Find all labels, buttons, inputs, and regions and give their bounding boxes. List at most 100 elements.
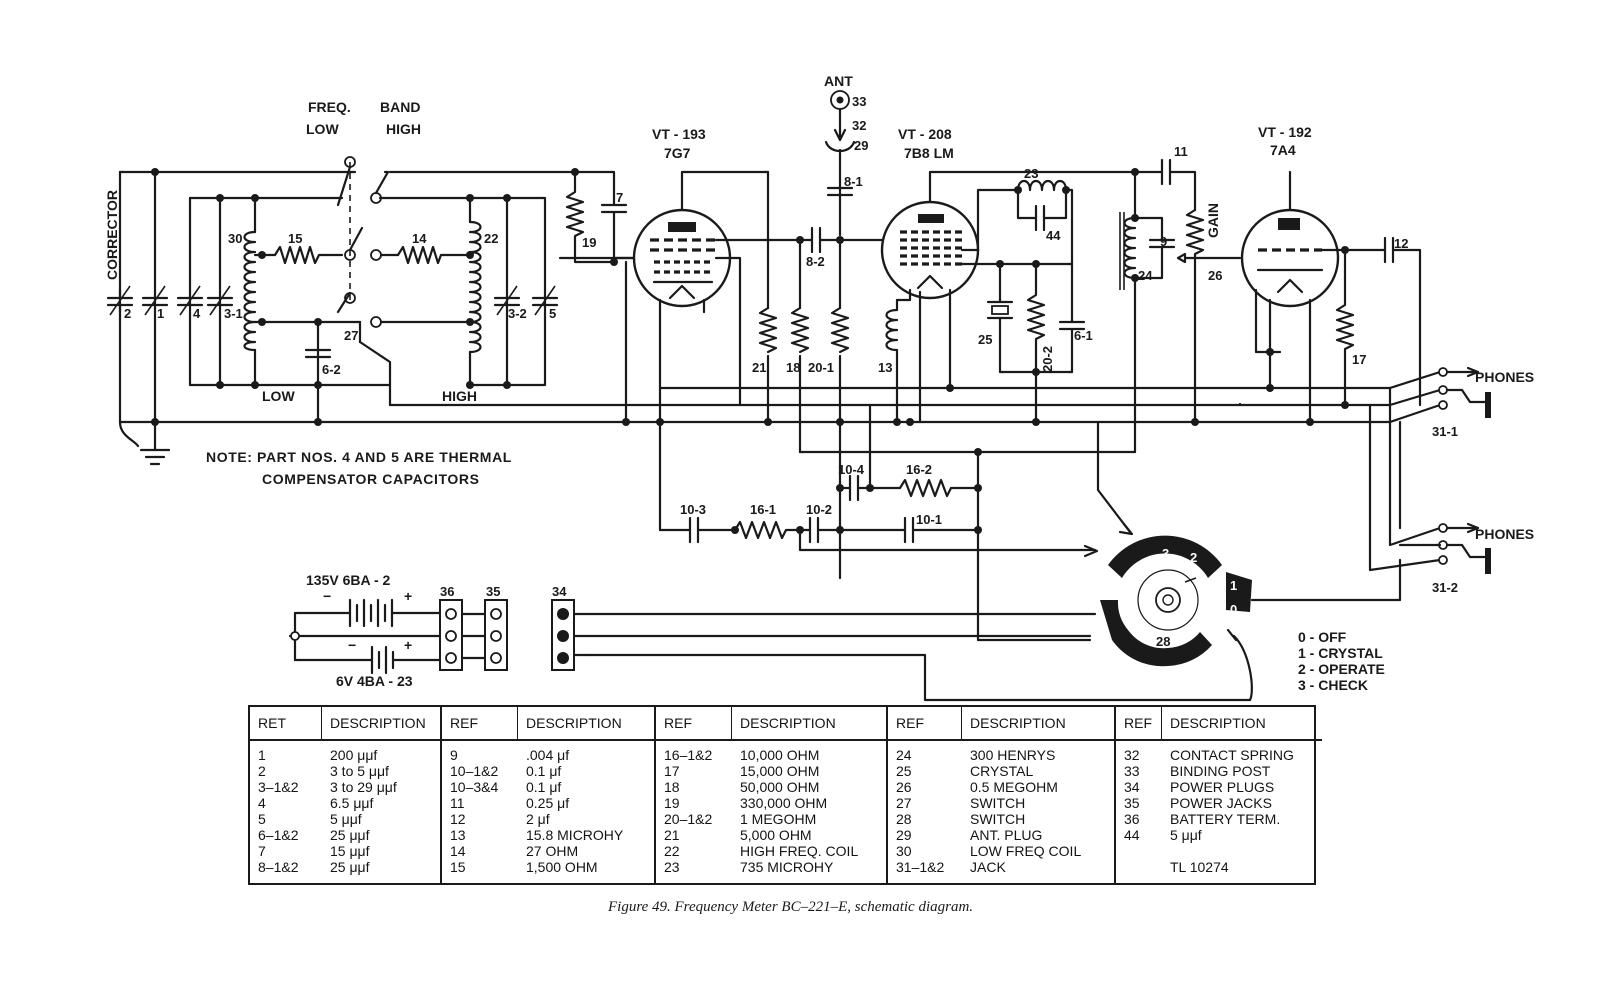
pn-1: 1	[157, 306, 164, 321]
pn-24: 24	[1138, 268, 1153, 283]
coil-13	[885, 298, 899, 424]
pn-34: 34	[552, 584, 567, 599]
label-vt208-type: 7B8 LM	[904, 145, 954, 161]
transformer-24	[1119, 170, 1139, 454]
tank-right-frame	[358, 196, 547, 387]
pn-12: 12	[1394, 236, 1408, 251]
ref-header: RET	[250, 707, 322, 739]
pn-10-1: 10-1	[916, 512, 942, 527]
pn-5: 5	[549, 306, 556, 321]
label-vt192-type: 7A4	[1270, 142, 1296, 158]
pn-35: 35	[486, 584, 500, 599]
pn-21: 21	[752, 360, 766, 375]
pn-31-1: 31-1	[1432, 424, 1458, 439]
pn-6-2: 6-2	[322, 362, 341, 377]
capacitor-11	[1131, 158, 1197, 212]
label-battery-135-minus: −	[323, 588, 331, 604]
resistor-15	[273, 245, 324, 265]
capacitor-3-1	[206, 285, 234, 316]
table-header: REF DESCRIPTION	[656, 707, 886, 741]
pn-19: 19	[582, 235, 596, 250]
resistor-20-1	[830, 306, 850, 354]
capacitor-3-2	[493, 285, 521, 316]
battery-135v	[293, 598, 442, 628]
label-vt208: VT - 208	[898, 126, 952, 142]
pn-sw3: 3	[1162, 546, 1169, 561]
switch-27	[336, 156, 577, 328]
pn-18: 18	[786, 360, 800, 375]
pn-29: 29	[854, 138, 868, 153]
label-battery-135-plus: +	[404, 588, 412, 604]
pn-17: 17	[1352, 352, 1366, 367]
capacitor-5	[531, 285, 559, 316]
label-group: FREQ. BAND LOW HIGH CORRECTOR ANT VT - 1…	[104, 73, 1534, 689]
label-battery-6: 6V 4BA - 23	[336, 673, 413, 689]
resistor-19	[565, 170, 616, 264]
label-ant: ANT	[824, 73, 853, 89]
tube-vt-193	[558, 170, 770, 532]
pn-10-3: 10-3	[680, 502, 706, 517]
jack-31-2	[1368, 386, 1491, 574]
pn-31-2: 31-2	[1432, 580, 1458, 595]
pn-20-1: 20-1	[808, 360, 834, 375]
label-corrector: CORRECTOR	[104, 190, 120, 280]
pn-23: 23	[1024, 166, 1038, 181]
table-header: REF DESCRIPTION	[1116, 707, 1322, 741]
resistor-21	[758, 306, 778, 354]
capacitor-6-1	[1058, 262, 1086, 374]
pn-9: 9	[1160, 234, 1167, 249]
desc-header: DESCRIPTION	[970, 715, 1066, 731]
pn-3-1: 3-1	[224, 306, 243, 321]
table-header: RET DESCRIPTION	[250, 707, 440, 741]
pn-sw1: 1	[1230, 578, 1237, 593]
pn-30: 30	[228, 231, 242, 246]
desc-header: DESCRIPTION	[526, 715, 622, 731]
resistor-17	[1335, 248, 1355, 407]
pn-25: 25	[978, 332, 992, 347]
lower-network	[658, 402, 1242, 642]
desc-header: DESCRIPTION	[330, 715, 426, 731]
pn-7: 7	[616, 190, 623, 205]
switch-legend-0: 0 - OFF	[1298, 629, 1347, 645]
capacitor-12	[1341, 236, 1422, 407]
pn-8-2: 8-2	[806, 254, 825, 269]
pn-16-2: 16-2	[906, 462, 932, 477]
pn-28: 28	[1156, 634, 1170, 649]
switch-28	[583, 535, 1402, 702]
capacitor-9	[1133, 216, 1176, 280]
tube-vt-208	[880, 170, 1137, 424]
coil-22	[468, 220, 482, 354]
capacitor-2	[106, 285, 134, 316]
tank-left-frame	[153, 170, 392, 424]
battery-terminal-36	[439, 599, 487, 671]
pn-10-4: 10-4	[838, 462, 865, 477]
pn-sw2: 2	[1190, 550, 1197, 565]
junction-dots-left	[151, 168, 511, 426]
pn-3-2: 3-2	[508, 306, 527, 321]
desc-header: DESCRIPTION	[740, 715, 836, 731]
capacitor-7	[571, 168, 628, 266]
ground-symbol	[139, 420, 171, 466]
coil-23	[976, 179, 1074, 266]
pn-36: 36	[440, 584, 454, 599]
capacitor-44	[1016, 188, 1068, 232]
ref-header: REF	[1116, 707, 1162, 739]
coil-30	[243, 230, 257, 352]
label-high-top: HIGH	[386, 121, 421, 137]
pn-10-2: 10-2	[806, 502, 832, 517]
pn-11: 11	[1174, 144, 1188, 159]
note-line-1: NOTE: PART NOS. 4 AND 5 ARE THERMAL	[206, 449, 512, 465]
capacitor-6-2	[304, 348, 332, 359]
note-line-2: COMPENSATOR CAPACITORS	[262, 471, 480, 487]
label-high-bottom: HIGH	[442, 388, 477, 404]
